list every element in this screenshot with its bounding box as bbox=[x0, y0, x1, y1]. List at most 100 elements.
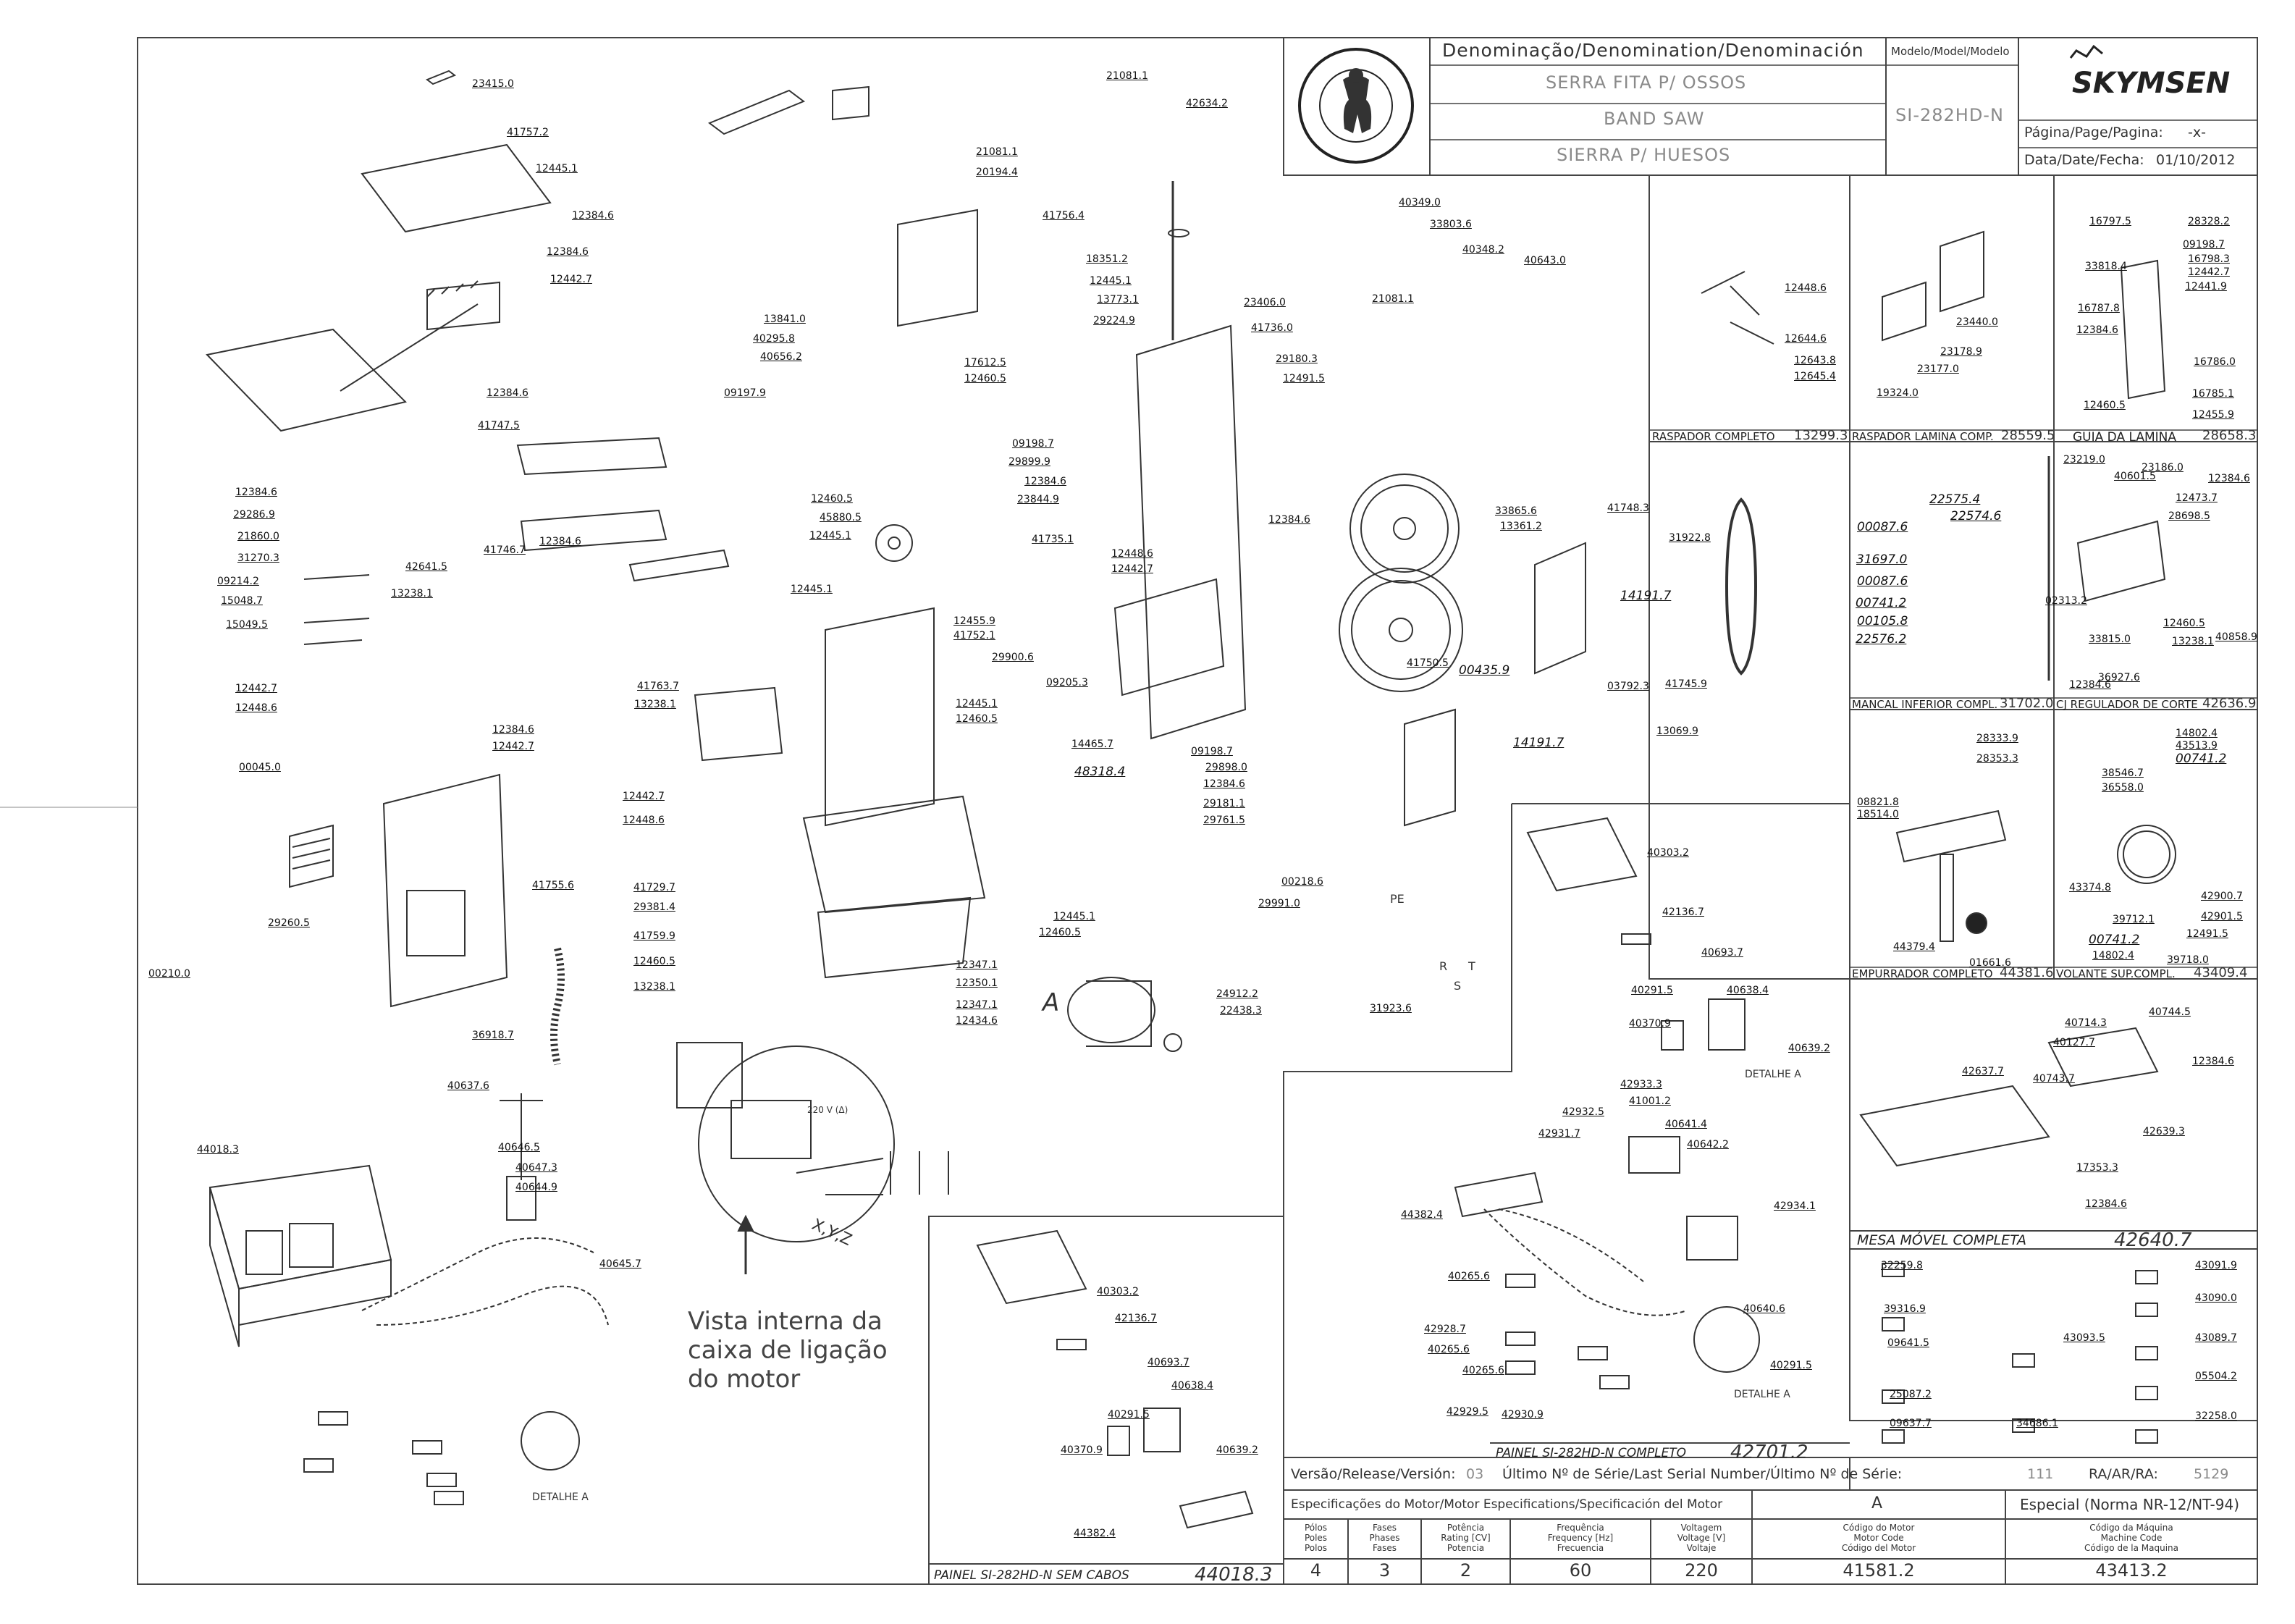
voltage-label: 220 V (Δ) bbox=[807, 1105, 848, 1115]
part-number-label: 13238.1 bbox=[633, 981, 675, 993]
part-number-label: 12460.5 bbox=[956, 713, 998, 725]
spec-value: 220 bbox=[1685, 1560, 1718, 1581]
part-number-label: 29181.1 bbox=[1203, 798, 1245, 809]
part-number-label: 13773.1 bbox=[1097, 294, 1139, 306]
part-number-label: 12445.1 bbox=[536, 163, 578, 174]
part-number-label: 31270.3 bbox=[237, 552, 279, 564]
part-number-label: 09205.3 bbox=[1046, 677, 1088, 689]
part-number-label: 40303.2 bbox=[1097, 1286, 1139, 1297]
part-number-label: 42931.7 bbox=[1538, 1128, 1580, 1140]
part-number-label: 41756.4 bbox=[1043, 210, 1085, 222]
part-number-label: 13238.1 bbox=[634, 699, 676, 710]
part-number-label: 32259.8 bbox=[1881, 1260, 1923, 1271]
skymsen-logo: SKYMSEN bbox=[2069, 44, 2230, 100]
part-number-label: 01661.6 bbox=[1969, 957, 2011, 969]
part-number-label: 13841.0 bbox=[764, 314, 806, 325]
spec-value: 60 bbox=[1569, 1560, 1592, 1581]
part-number-label: 21081.1 bbox=[976, 146, 1018, 158]
spec-header: Código da Máquina Machine Code Código de… bbox=[2084, 1523, 2178, 1553]
part-number-label: 48318.4 bbox=[1074, 765, 1126, 779]
part-number-label: 12442.7 bbox=[235, 683, 277, 694]
part-number-label: 40291.5 bbox=[1108, 1409, 1150, 1421]
part-number-label: 33818.4 bbox=[2085, 261, 2127, 272]
part-number-label: 12473.7 bbox=[2176, 492, 2218, 504]
part-number-label: 43093.5 bbox=[2063, 1332, 2105, 1344]
name-en: BAND SAW bbox=[1604, 109, 1705, 129]
part-number-label: 16798.3 bbox=[2188, 253, 2230, 265]
part-number-label: 33815.0 bbox=[2089, 634, 2131, 645]
part-number-label: 38546.7 bbox=[2102, 767, 2144, 779]
part-number-label: 12448.6 bbox=[235, 702, 277, 714]
part-number-label: 36918.7 bbox=[472, 1030, 514, 1041]
part-number-label: 00105.8 bbox=[1857, 614, 1908, 628]
section-code: 28559.5 bbox=[2001, 428, 2055, 443]
spec-header: Fases Phases Fases bbox=[1369, 1523, 1400, 1553]
motor-spec-title: Especificações do Motor/Motor Especifica… bbox=[1291, 1497, 1723, 1512]
part-number-label: 40644.9 bbox=[515, 1182, 557, 1193]
serial-value: 111 bbox=[2027, 1466, 2054, 1482]
part-number-label: 42901.5 bbox=[2201, 911, 2243, 922]
part-number-label: 12384.6 bbox=[539, 536, 581, 547]
part-number-label: 00741.2 bbox=[2176, 752, 2227, 766]
part-number-label: 13238.1 bbox=[2172, 636, 2214, 647]
part-number-label: 40642.2 bbox=[1687, 1139, 1729, 1150]
part-number-label: 42929.5 bbox=[1447, 1406, 1488, 1418]
section-caption: MESA MÓVEL COMPLETA bbox=[1857, 1232, 2026, 1248]
drawing-border bbox=[137, 37, 2258, 1585]
part-number-label: 12460.5 bbox=[2084, 400, 2126, 411]
serial-label: Último Nº de Série/Last Serial Number/Úl… bbox=[1502, 1466, 1903, 1482]
detail-a-mid: DETALHE A bbox=[1734, 1389, 1790, 1400]
part-number-label: 23178.9 bbox=[1940, 346, 1982, 358]
part-number-label: 12445.1 bbox=[809, 530, 851, 542]
part-number-label: 41747.5 bbox=[478, 420, 520, 432]
part-number-label: 14465.7 bbox=[1071, 739, 1113, 750]
part-number-label: 13361.2 bbox=[1500, 521, 1542, 532]
part-number-label: 40643.0 bbox=[1524, 255, 1566, 266]
part-number-label: 23186.0 bbox=[2142, 462, 2184, 474]
part-number-label: 42637.7 bbox=[1962, 1066, 2004, 1077]
section-code: 44018.3 bbox=[1195, 1564, 1273, 1586]
part-number-label: 29900.6 bbox=[992, 652, 1034, 663]
part-number-label: 36558.0 bbox=[2102, 782, 2144, 794]
part-number-label: 12445.1 bbox=[791, 584, 833, 595]
part-number-label: 40645.7 bbox=[599, 1258, 641, 1270]
spec-header: Potência Rating [CV] Potencia bbox=[1441, 1523, 1491, 1553]
part-number-label: 41745.9 bbox=[1665, 678, 1707, 690]
part-number-label: 32258.0 bbox=[2195, 1410, 2237, 1422]
part-number-label: 41729.7 bbox=[633, 882, 675, 893]
spec-value: 41581.2 bbox=[1843, 1560, 1915, 1581]
mechanical-illustration bbox=[206, 70, 2176, 1529]
part-number-label: 40641.4 bbox=[1665, 1119, 1707, 1130]
part-number-label: 40370.9 bbox=[1061, 1444, 1103, 1456]
part-number-label: 28353.3 bbox=[1976, 753, 2018, 765]
part-number-label: 42641.5 bbox=[405, 561, 447, 573]
section-caption: PAINEL SI-282HD-N COMPLETO bbox=[1496, 1446, 1687, 1460]
part-number-label: 40303.2 bbox=[1647, 847, 1689, 859]
part-number-label: 41748.3 bbox=[1607, 502, 1649, 514]
part-number-label: 40714.3 bbox=[2065, 1017, 2107, 1029]
page-value: -x- bbox=[2188, 125, 2206, 140]
spec-value: 4 bbox=[1310, 1560, 1322, 1581]
part-number-label: 40639.2 bbox=[1216, 1444, 1258, 1456]
part-number-label: 40646.5 bbox=[498, 1142, 540, 1153]
part-number-label: 40265.6 bbox=[1448, 1271, 1490, 1282]
motor-box-note-3: do motor bbox=[688, 1365, 801, 1394]
part-number-label: 00741.2 bbox=[2089, 933, 2140, 947]
part-number-label: 16797.5 bbox=[2089, 216, 2131, 227]
part-number-label: 09198.7 bbox=[1191, 746, 1233, 757]
spec-header: Pólos Poles Polos bbox=[1304, 1523, 1328, 1553]
part-number-label: 15049.5 bbox=[226, 619, 268, 631]
part-number-label: 39316.9 bbox=[1884, 1303, 1926, 1315]
part-number-label: 12491.5 bbox=[1283, 373, 1325, 384]
part-number-label: 12445.1 bbox=[1053, 911, 1095, 922]
part-number-label: 45880.5 bbox=[820, 512, 862, 523]
s-label: S bbox=[1454, 979, 1462, 993]
part-number-label: 12448.6 bbox=[623, 815, 665, 826]
part-number-label: 41746.7 bbox=[484, 544, 526, 556]
part-number-label: 22576.2 bbox=[1856, 632, 1907, 647]
part-number-label: 12455.9 bbox=[2192, 409, 2234, 421]
part-number-label: 00087.6 bbox=[1857, 574, 1908, 589]
part-number-label: 14191.7 bbox=[1513, 736, 1565, 750]
spec-value: 43413.2 bbox=[2095, 1560, 2168, 1581]
part-number-label: 12384.6 bbox=[2208, 473, 2250, 484]
